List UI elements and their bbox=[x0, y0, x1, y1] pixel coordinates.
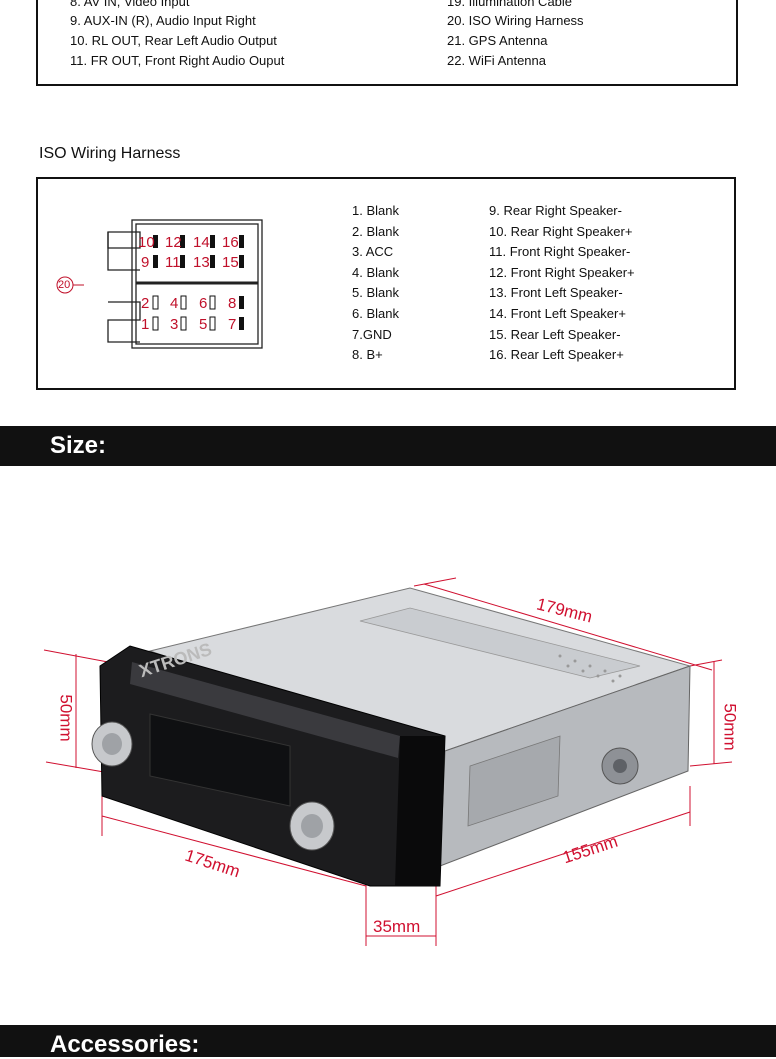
pin-number: 1 bbox=[141, 316, 150, 333]
wiring-item: 20. ISO Wiring Harness bbox=[447, 13, 584, 28]
iso-connector-diagram bbox=[56, 219, 263, 349]
pin-item: 4. Blank bbox=[352, 264, 399, 280]
pin-item: 9. Rear Right Speaker- bbox=[489, 203, 622, 218]
pin-number: 3 bbox=[170, 316, 179, 333]
pin-item: 11. Front Right Speaker- bbox=[489, 244, 631, 260]
pin-number: 12 bbox=[165, 234, 182, 251]
size-banner: Size: bbox=[0, 426, 776, 466]
dim-face-depth: 35mm bbox=[373, 917, 421, 936]
pin-number: 9 bbox=[141, 254, 150, 271]
wiring-item: 22. WiFi Antenna bbox=[447, 53, 546, 68]
wiring-item: 21. GPS Antenna bbox=[447, 33, 548, 48]
pin-list-right: 9. Rear Right Speaker- 10. Rear Right Sp… bbox=[489, 201, 635, 366]
pin-number: 5 bbox=[199, 316, 208, 333]
pin-number: 8 bbox=[228, 295, 237, 312]
pin-number: 16 bbox=[222, 234, 239, 251]
head-unit-illustration bbox=[43, 577, 733, 946]
pin-item: 16. Rear Left Speaker+ bbox=[489, 347, 624, 363]
pin-number: 15 bbox=[222, 254, 239, 271]
pin-number: 7 bbox=[228, 316, 237, 333]
pin-number: 2 bbox=[141, 295, 150, 312]
pin-number: 6 bbox=[199, 295, 208, 312]
iso-heading: ISO Wiring Harness bbox=[39, 145, 181, 162]
pin-item: 10. Rear Right Speaker+ bbox=[489, 223, 633, 239]
wiring-item: 19. Illumination Cable bbox=[447, 0, 573, 9]
wiring-list-box bbox=[36, 0, 738, 86]
pin-number: 10 bbox=[138, 234, 155, 251]
pin-item: 12. Front Right Speaker+ bbox=[489, 264, 635, 280]
pin-item: 6. Blank bbox=[352, 305, 399, 321]
dim-right-height: 50mm bbox=[720, 703, 740, 751]
wiring-item: 10. RL OUT, Rear Left Audio Output bbox=[70, 33, 277, 48]
wiring-item: 11. FR OUT, Front Right Audio Ouput bbox=[70, 53, 285, 68]
accessories-banner-label: Accessories: bbox=[50, 1031, 200, 1058]
pin-item: 3. ACC bbox=[352, 244, 394, 260]
pin-number: 13 bbox=[193, 254, 210, 271]
pin-item: 5. Blank bbox=[352, 285, 399, 301]
pin-list-left: 1. Blank 2. Blank 3. ACC 4. Blank 5. Bla… bbox=[352, 201, 399, 366]
pin-item: 8. B+ bbox=[352, 347, 383, 363]
accessories-banner: Accessories: bbox=[0, 1025, 776, 1058]
marker-label: 20 bbox=[58, 279, 71, 291]
pin-item: 15. Rear Left Speaker- bbox=[489, 326, 621, 342]
pin-item: 2. Blank bbox=[352, 223, 399, 239]
wiring-item: 9. AUX-IN (R), Audio Input Right bbox=[70, 13, 256, 28]
pin-number: 4 bbox=[170, 295, 179, 312]
pin-item: 1. Blank bbox=[352, 203, 399, 218]
size-banner-label: Size: bbox=[50, 432, 107, 459]
pin-item: 7.GND bbox=[352, 326, 392, 342]
pin-item: 14. Front Left Speaker+ bbox=[489, 305, 626, 321]
pin-number: 11 bbox=[165, 254, 181, 271]
pin-item: 13. Front Left Speaker- bbox=[489, 285, 623, 301]
dim-left-height: 50mm bbox=[56, 694, 76, 742]
wiring-item: 8. AV IN, Video Input bbox=[70, 0, 190, 9]
pin-number: 14 bbox=[193, 234, 210, 251]
iso-box bbox=[36, 177, 736, 390]
